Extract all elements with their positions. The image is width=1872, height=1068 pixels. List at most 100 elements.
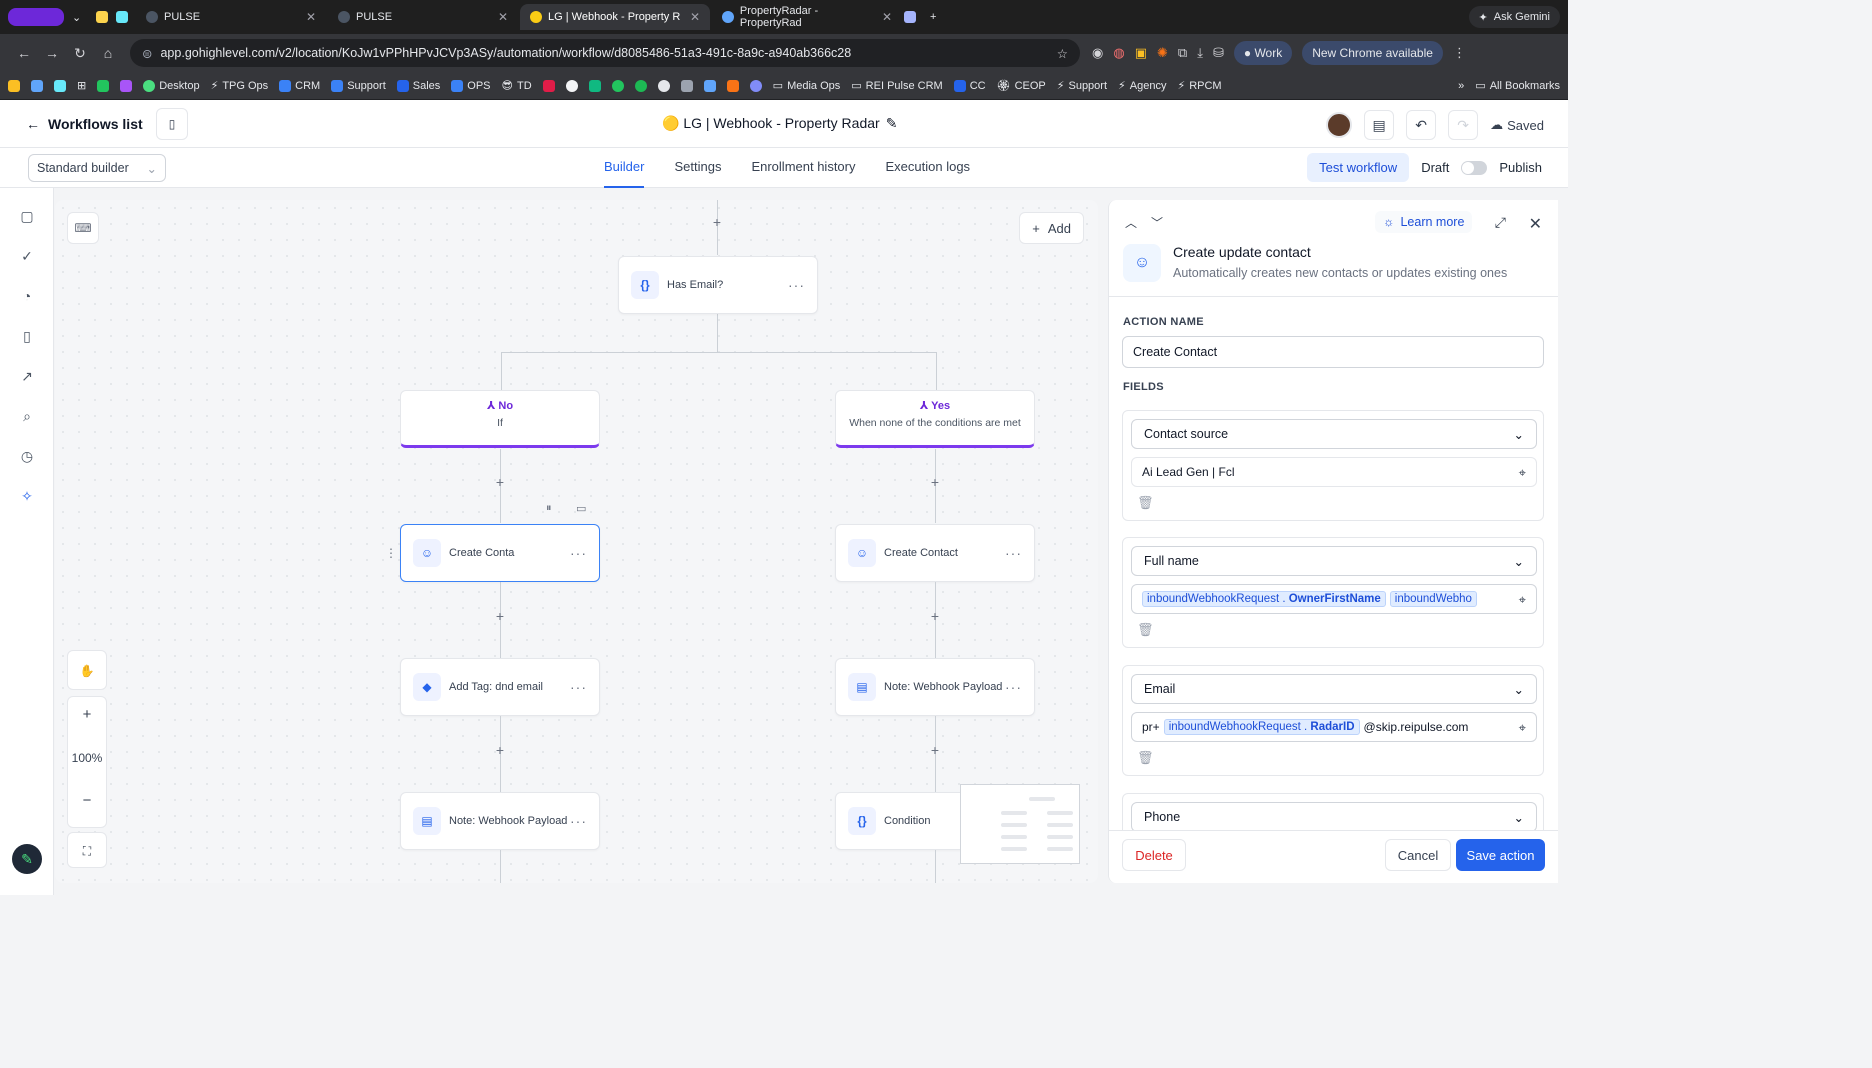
tab-search-icon[interactable]: ⛁ [1212, 45, 1224, 60]
more-bookmarks-icon[interactable]: » [1458, 79, 1465, 92]
reload-icon[interactable]: ↻ [74, 44, 86, 61]
minimap[interactable] [960, 784, 1080, 864]
pause-icon[interactable]: ⏸ [546, 502, 552, 514]
tag-icon[interactable]: ⌖ [1512, 720, 1526, 736]
browser-tab[interactable]: PropertyRadar - PropertyRad✕ [712, 4, 902, 30]
close-icon[interactable]: ✕ [497, 10, 508, 24]
trash-icon[interactable]: 🗑 [1137, 750, 1154, 765]
field-select[interactable]: Email⌄ [1131, 674, 1537, 704]
branch-no[interactable]: ⅄ No If [400, 390, 600, 448]
menu-icon[interactable]: ⋮ [1452, 45, 1466, 60]
more-icon[interactable]: ··· [570, 679, 587, 695]
apps-icon[interactable]: ⊞ [77, 80, 87, 92]
bookmark-tpg-ops[interactable]: ⚡TPG Ops [210, 79, 269, 93]
tag-icon[interactable]: ⌖ [1512, 592, 1526, 608]
download-icon[interactable]: ⤓ [1197, 45, 1203, 60]
pencil-icon[interactable]: ✎ [885, 115, 898, 131]
merge-field-chip[interactable]: inboundWebhookRequest . OwnerFirstName [1142, 591, 1386, 607]
field-select[interactable]: Phone⌄ [1131, 802, 1537, 832]
star-icon[interactable]: ☆ [1056, 46, 1068, 61]
bookmark-icon[interactable] [703, 79, 716, 92]
profile-button[interactable]: ● Work [1233, 41, 1293, 65]
bookmark-crm[interactable]: CRM [279, 79, 320, 92]
field-value-input[interactable]: pr+ inboundWebhookRequest . RadarID @ski… [1131, 712, 1537, 742]
merge-field-chip[interactable]: inboundWebho [1389, 591, 1477, 607]
add-step-icon[interactable]: + [495, 474, 505, 490]
file-icon[interactable]: ▯ [23, 328, 31, 344]
test-workflow-button[interactable]: Test workflow [1307, 153, 1410, 182]
tag-icon[interactable]: ⌖ [1512, 465, 1526, 481]
action-node-add-tag[interactable]: ◆ Add Tag: dnd email ··· [400, 658, 600, 716]
history-icon[interactable]: ◷ [20, 448, 34, 464]
tab-builder[interactable]: Builder [604, 148, 645, 188]
bookmark-rpcm[interactable]: ⚡RPCM [1177, 79, 1222, 93]
redo-button[interactable]: ↷ [1448, 110, 1479, 140]
tab-enrollment-history[interactable]: Enrollment history [751, 159, 856, 174]
close-icon[interactable]: ✕ [881, 10, 892, 24]
close-icon[interactable]: ✕ [689, 10, 700, 24]
more-icon[interactable]: ··· [1005, 679, 1022, 695]
search-icon[interactable]: ⌕ [23, 408, 31, 424]
condition-node-has-email[interactable]: {} Has Email? ··· [618, 256, 818, 314]
delete-button[interactable]: Delete [1122, 839, 1186, 871]
fit-view-button[interactable]: ⛶ [67, 832, 107, 868]
tab-group-icon[interactable] [904, 4, 928, 30]
bookmark-rei-pulse-crm[interactable]: ▭REI Pulse CRM [851, 79, 943, 93]
bookmark-td[interactable]: 😎TD [501, 79, 532, 93]
bookmark-ceop[interactable]: 🏵CEOP [996, 79, 1046, 93]
tab-execution-logs[interactable]: Execution logs [885, 159, 971, 174]
external-link-icon[interactable]: ↗ [21, 368, 33, 384]
bookmark-icon[interactable] [634, 79, 647, 92]
bookmark-icon[interactable] [120, 79, 133, 92]
pinned-tab[interactable] [96, 4, 114, 30]
bookmark-icon[interactable] [588, 79, 601, 92]
comment-icon[interactable]: ▭ [576, 503, 587, 515]
action-node-note-left[interactable]: ▤ Note: Webhook Payload ··· [400, 792, 600, 850]
add-step-icon[interactable]: + [495, 608, 505, 624]
field-select[interactable]: Contact source⌄ [1131, 419, 1537, 449]
expand-icon[interactable]: ⤢ [1494, 214, 1506, 230]
field-select[interactable]: Full name⌄ [1131, 546, 1537, 576]
bookmark-cc[interactable]: CC [953, 79, 986, 92]
merge-field-chip[interactable]: inboundWebhookRequest . RadarID [1163, 719, 1360, 735]
zoom-in-icon[interactable]: + [82, 706, 92, 723]
add-step-icon[interactable]: + [930, 608, 940, 624]
trash-icon[interactable]: 🗑 [1137, 495, 1154, 510]
close-icon[interactable]: ✕ [1528, 216, 1542, 233]
zoom-out-icon[interactable]: − [82, 792, 92, 809]
more-icon[interactable]: ··· [570, 545, 587, 561]
bookmark-icon[interactable] [565, 79, 578, 92]
bookmark-icon[interactable] [749, 79, 762, 92]
builder-mode-select[interactable]: Standard builder ⌄ [28, 154, 166, 182]
bookmark-icon[interactable] [657, 79, 670, 92]
bookmark-support[interactable]: Support [331, 79, 386, 92]
edit-fab-icon[interactable]: ✎ [12, 844, 42, 874]
action-node-create-contact-left[interactable]: ☺ Create Conta ··· [400, 524, 600, 582]
notes-button[interactable]: ▤ [1364, 110, 1395, 140]
workflow-title[interactable]: 🟡 LG | Webhook - Property Radar ✎ [662, 115, 898, 131]
bookmark-ops[interactable]: OPS [451, 79, 491, 92]
all-bookmarks[interactable]: ▭All Bookmarks [1475, 79, 1560, 93]
close-icon[interactable]: ✕ [305, 10, 316, 24]
extension-icon[interactable]: ✺ [1156, 45, 1168, 60]
ask-gemini-button[interactable]: ✦Ask Gemini [1468, 6, 1560, 28]
bookmark-icon[interactable] [97, 79, 110, 92]
trash-icon[interactable]: 🗑 [1137, 622, 1154, 637]
workflow-canvas[interactable]: ⌨ +Add + {} Has Email? ··· ⅄ No If ⅄ Yes… [55, 200, 1098, 883]
bookmark-icon[interactable] [726, 79, 739, 92]
browser-tab[interactable]: PULSE✕ [136, 4, 326, 30]
avatar[interactable] [1326, 112, 1353, 138]
toggle-sidebar-button[interactable]: ▯ [156, 108, 188, 140]
more-icon[interactable]: ··· [570, 813, 587, 829]
forward-icon[interactable]: → [45, 45, 59, 61]
bookmark-sales[interactable]: Sales [396, 79, 440, 92]
bookmark-agency[interactable]: ⚡Agency [1118, 79, 1167, 93]
extension-icon[interactable]: ◉ [1092, 45, 1104, 60]
action-name-input[interactable]: Create Contact [1122, 336, 1544, 368]
url-input[interactable]: ⊜ app.gohighlevel.com/v2/location/KoJw1v… [130, 39, 1080, 67]
save-action-button[interactable]: Save action [1456, 839, 1545, 871]
add-button[interactable]: +Add [1019, 212, 1084, 244]
bookmark-icon[interactable] [54, 79, 66, 92]
pan-tool-button[interactable]: ✋ [67, 650, 107, 690]
chat-icon[interactable]: ▢ [20, 208, 34, 224]
